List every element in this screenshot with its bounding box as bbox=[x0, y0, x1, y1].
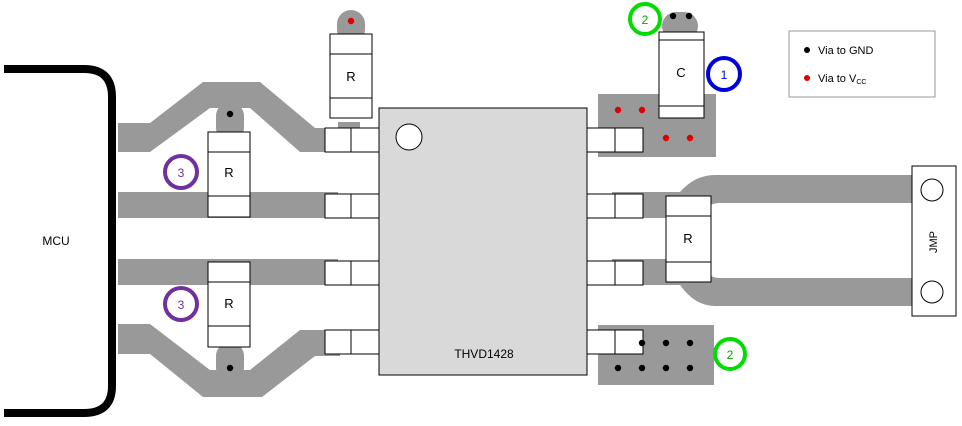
gnd-via-cap-1 bbox=[669, 12, 677, 20]
pad-r2a bbox=[586, 193, 616, 219]
legend-vcc-dot bbox=[804, 75, 810, 81]
chip-pin1-marker bbox=[395, 123, 423, 151]
pad-l1b bbox=[350, 127, 380, 153]
capacitor: C bbox=[658, 31, 705, 119]
jumper-label: JMP bbox=[928, 231, 940, 253]
trace-right-loop bbox=[612, 175, 912, 218]
callout-3-top-label: 3 bbox=[178, 166, 185, 180]
pad-r1a bbox=[586, 127, 616, 153]
vcc-vias-right bbox=[614, 106, 694, 142]
capacitor-label: C bbox=[676, 65, 685, 80]
gnd-via-r6 bbox=[662, 364, 670, 372]
chip-left-pads bbox=[324, 127, 380, 355]
callout-3-bottom-label: 3 bbox=[178, 298, 185, 312]
trace-right-loop-bottom bbox=[612, 259, 912, 306]
vcc-via-1 bbox=[614, 106, 622, 114]
resistor-right-label: R bbox=[683, 231, 692, 246]
gnd-via-left-top bbox=[226, 110, 234, 118]
pad-r3b bbox=[614, 260, 644, 286]
vcc-via-3 bbox=[662, 134, 670, 142]
mcu-outline bbox=[4, 65, 116, 417]
pad-l4a bbox=[324, 329, 352, 355]
vcc-via-4 bbox=[686, 134, 694, 142]
gnd-via-r7 bbox=[686, 364, 694, 372]
pad-l3b bbox=[350, 260, 380, 286]
gnd-via-cap-2 bbox=[685, 12, 693, 20]
jumper-pin-1 bbox=[920, 178, 944, 202]
pad-l4b bbox=[350, 329, 380, 355]
callout-2-bottom: 2 bbox=[713, 337, 747, 371]
callout-2-bottom-label: 2 bbox=[727, 348, 734, 362]
callout-1-label: 1 bbox=[721, 68, 728, 82]
callout-1: 1 bbox=[706, 56, 742, 92]
legend: Via to GND Via to VCC bbox=[788, 30, 936, 98]
gnd-via-r1 bbox=[638, 339, 646, 347]
gnd-via-left-bottom bbox=[226, 364, 234, 372]
gnd-via-r4 bbox=[614, 364, 622, 372]
gnd-vias-right bbox=[614, 339, 694, 372]
trace-bottom-diagonal bbox=[118, 324, 340, 397]
pad-l1a bbox=[324, 127, 352, 153]
gnd-via-r3 bbox=[686, 339, 694, 347]
resistor-left-bottom-label: R bbox=[224, 296, 233, 311]
legend-vcc-label: Via to VCC bbox=[818, 73, 866, 86]
vcc-via-2 bbox=[638, 106, 646, 114]
pad-l3a bbox=[324, 260, 352, 286]
gnd-via-r2 bbox=[662, 339, 670, 347]
pad-r3a bbox=[586, 260, 616, 286]
pad-r4b bbox=[614, 329, 644, 355]
callout-3-bottom: 3 bbox=[163, 286, 199, 322]
resistor-right: R bbox=[665, 195, 712, 283]
jumper-pin-2 bbox=[920, 280, 944, 304]
callout-2-top: 2 bbox=[628, 2, 662, 36]
pad-r4a bbox=[586, 329, 616, 355]
gnd-via-r5 bbox=[638, 364, 646, 372]
trace-top-diagonal bbox=[118, 82, 340, 152]
pad-r2b bbox=[614, 193, 644, 219]
callout-3-top: 3 bbox=[163, 154, 199, 190]
legend-gnd-dot bbox=[804, 47, 810, 53]
resistor-top: R bbox=[329, 33, 373, 119]
callout-2-top-label: 2 bbox=[642, 13, 649, 27]
chip-right-pads bbox=[586, 127, 644, 355]
resistor-left-bottom: R bbox=[207, 261, 251, 348]
vcc-via-top-r bbox=[347, 17, 355, 25]
chip-body bbox=[378, 107, 588, 376]
legend-gnd-label: Via to GND bbox=[818, 45, 873, 57]
pad-r1b bbox=[614, 127, 644, 153]
pad-l2b bbox=[350, 193, 380, 219]
pad-l2a bbox=[324, 193, 352, 219]
resistor-left-top-label: R bbox=[224, 165, 233, 180]
resistor-top-label: R bbox=[346, 69, 355, 84]
jumper: JMP bbox=[911, 165, 957, 317]
trace-left-r-bottom-pad bbox=[216, 342, 244, 382]
resistor-left-top: R bbox=[207, 131, 251, 218]
mcu-label: MCU bbox=[42, 234, 69, 248]
chip-label: THVD1428 bbox=[454, 347, 514, 361]
